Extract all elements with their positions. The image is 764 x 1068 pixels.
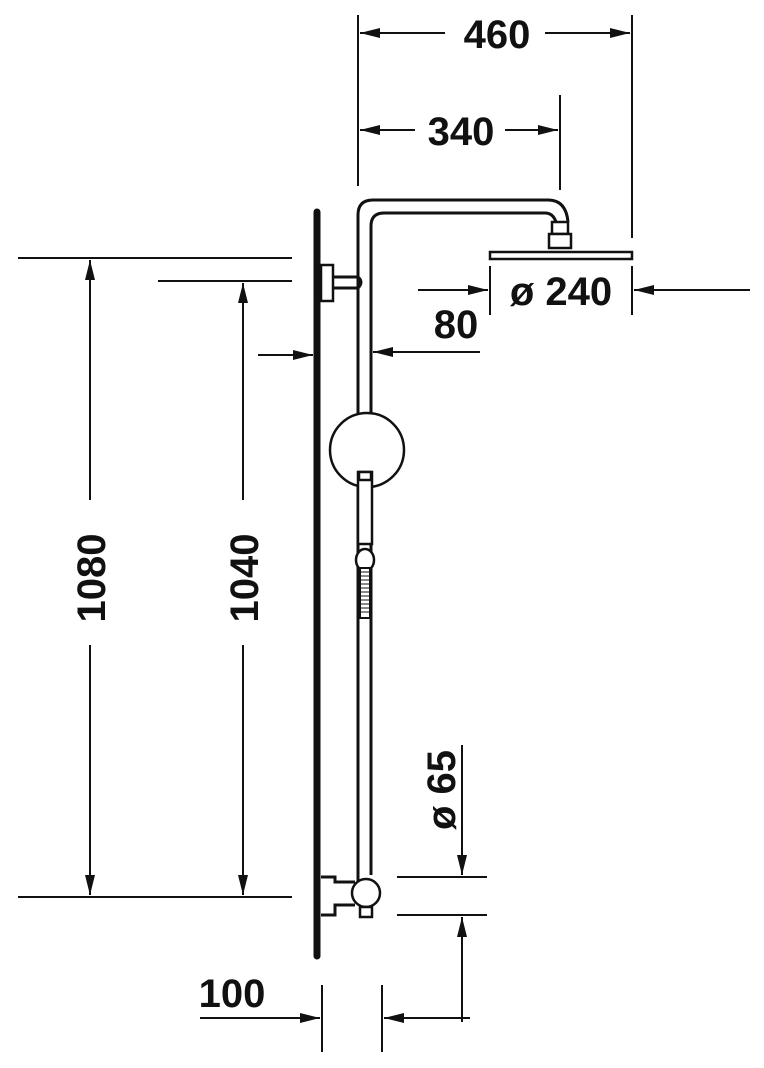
mixer-valve [321,875,382,919]
dimension-100: 100 [199,972,470,1052]
shower-riser [356,198,570,890]
dimension-label: 100 [199,972,266,1016]
dimension-80: 80 [258,303,480,360]
dimension-1040: 1040 [158,280,292,895]
hand-shower-holder [328,411,406,619]
shower-head [488,220,634,261]
dimension-65: ø 65 [397,745,487,1022]
dimension-240: ø 240 [418,266,750,315]
dimension-340: 340 [360,95,561,190]
dimension-label: 80 [434,303,479,347]
dimension-460: 460 [357,13,633,238]
hose [359,567,371,619]
dimension-label: 340 [428,110,495,154]
dimension-label: 460 [464,13,531,57]
dimension-label: ø 240 [510,270,612,314]
dimension-label: 1080 [70,534,114,623]
dimension-label: 1040 [223,534,267,623]
dimension-label: ø 65 [420,750,464,830]
dimension-1080: 1080 [18,257,292,898]
wall-bracket [319,263,363,303]
